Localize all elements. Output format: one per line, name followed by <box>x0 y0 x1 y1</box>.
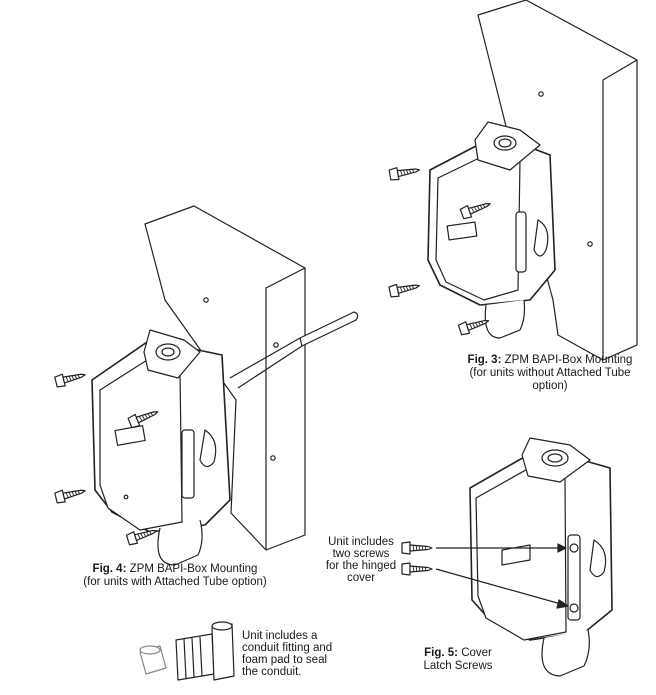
fig5-line2: Latch Screws <box>423 660 493 672</box>
conduit-note: Unit includes a conduit fitting and foam… <box>242 630 346 678</box>
fig5-screw-upper <box>401 541 433 555</box>
conduit-note-line1: Unit includes a <box>242 630 318 642</box>
fig4-tube <box>299 311 359 347</box>
fig3-screw-bottom-left <box>388 279 422 299</box>
fig4-line2: (for units with Attached Tube option) <box>83 576 267 588</box>
fig3-screw-top-left <box>388 163 422 182</box>
hinge-latch <box>567 534 581 621</box>
fig5-label: Fig. 5: <box>424 647 458 659</box>
fig4-caption: Fig. 4: ZPM BAPI-Box Mounting (for units… <box>60 563 290 589</box>
conduit-parts <box>139 621 235 681</box>
fig5-caption: Fig. 5: Cover Latch Screws <box>412 647 504 673</box>
fig3-title: ZPM BAPI-Box Mounting <box>504 354 633 366</box>
conduit-note-line3: foam pad to seal <box>242 654 328 666</box>
conduit-note-line4: the conduit. <box>242 666 302 678</box>
fig5-drawing <box>401 437 613 677</box>
fig4-title: ZPM BAPI-Box Mounting <box>129 563 258 575</box>
screw-note-line4: cover <box>346 572 376 584</box>
fig4-screw-top-left <box>53 368 88 389</box>
fig4-drawing <box>53 205 359 566</box>
fig3-drawing <box>388 0 638 361</box>
fig3-line2: (for units without Attached Tube <box>469 367 631 379</box>
screw-note-line2: two screws <box>332 548 390 560</box>
screw-note: Unit includes two screws for the hinged … <box>316 536 406 584</box>
arrow-lower <box>435 568 569 607</box>
fig3-label: Fig. 3: <box>467 354 502 366</box>
fig4-screw-bottom-left <box>53 484 88 505</box>
screw-note-line3: for the hinged <box>325 560 397 572</box>
fig3-line3: option) <box>532 380 568 392</box>
screw-note-line1: Unit includes <box>328 536 394 548</box>
fig5-title: Cover <box>461 647 492 659</box>
fig3-box <box>427 121 556 339</box>
fig4-label: Fig. 4: <box>92 563 127 575</box>
conduit-note-line2: conduit fitting and <box>242 642 333 654</box>
fig3-caption: Fig. 3: ZPM BAPI-Box Mounting (for units… <box>452 354 648 393</box>
conduit-fitting-icon <box>175 621 235 681</box>
fig5-screw-lower <box>401 562 433 576</box>
fig4-box <box>91 329 231 566</box>
foam-pad-icon <box>139 645 167 675</box>
